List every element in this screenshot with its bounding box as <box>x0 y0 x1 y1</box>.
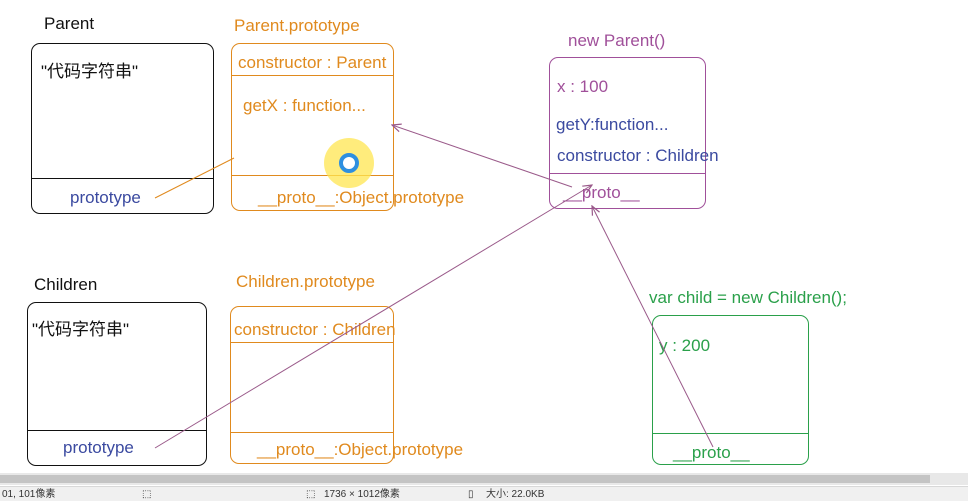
child-instance-y: y : 200 <box>659 336 711 355</box>
children-prototype-box: constructor : Children __proto__:Object.… <box>230 306 463 464</box>
children-prototype-divider-bottom <box>231 432 393 433</box>
children-code-string: "代码字符串" <box>32 320 130 339</box>
child-instance-divider <box>653 433 808 434</box>
children-prototype-proto: __proto__:Object.prototype <box>257 440 464 459</box>
child-instance-title: var child = new Children(); <box>649 288 847 307</box>
children-title: Children <box>34 275 98 294</box>
children-prototype-title: Children.prototype <box>236 272 375 291</box>
new-parent-x: x : 100 <box>557 77 609 96</box>
scrollbar-thumb[interactable] <box>0 475 930 483</box>
horizontal-scrollbar[interactable] <box>0 473 968 485</box>
parent-prototype-link <box>154 157 235 199</box>
parent-prototype-divider-bottom <box>232 175 393 176</box>
cursor-highlight-icon <box>324 138 374 188</box>
status-file-size: 大小: 22.0KB <box>486 489 545 500</box>
parent-prototype-divider-top <box>232 75 393 76</box>
new-parent-divider <box>550 173 705 174</box>
new-parent-constructor: constructor : Children <box>557 146 719 165</box>
new-parent-gety: getY:function... <box>556 115 669 134</box>
new-parent-title: new Parent() <box>568 31 666 50</box>
parent-prototype-box: constructor : Parent getX : function... … <box>231 43 464 211</box>
parent-divider <box>32 178 213 179</box>
new-parent-proto: __proto__ <box>563 183 640 202</box>
child-instance-proto: __proto__ <box>673 443 750 462</box>
status-selection-icon: ⬚ <box>142 489 152 500</box>
parent-code-string: "代码字符串" <box>41 62 139 81</box>
children-divider <box>28 430 206 431</box>
child-instance-box: y : 200 __proto__ <box>652 315 809 465</box>
parent-prototype-getx: getX : function... <box>243 96 366 115</box>
children-box: "代码字符串" prototype <box>27 302 207 466</box>
children-prototype-label: prototype <box>63 438 134 457</box>
children-prototype-constructor: constructor : Children <box>234 320 396 339</box>
children-prototype-link <box>154 185 592 449</box>
children-prototype-divider-top <box>231 342 393 343</box>
parent-title: Parent <box>44 14 95 33</box>
status-file-icon: ▯ <box>468 489 474 500</box>
status-dimension-icon: ⬚ <box>306 489 316 500</box>
status-bar: 01, 101像素 ⬚ ⬚ 1736 × 1012像素 ▯ 大小: 22.0KB <box>0 486 968 501</box>
new-parent-proto-arrow <box>392 125 573 188</box>
parent-prototype-constructor: constructor : Parent <box>238 53 387 72</box>
status-cursor-position: 01, 101像素 <box>2 489 56 500</box>
parent-prototype-label: prototype <box>70 188 141 207</box>
parent-prototype-proto: __proto__:Object.prototype <box>258 188 465 207</box>
parent-prototype-title: Parent.prototype <box>234 16 360 35</box>
child-proto-arrow <box>592 206 714 448</box>
status-image-size: 1736 × 1012像素 <box>324 489 400 500</box>
parent-box: "代码字符串" prototype <box>31 43 214 214</box>
new-parent-box: x : 100 getY:function... constructor : C… <box>549 57 719 209</box>
